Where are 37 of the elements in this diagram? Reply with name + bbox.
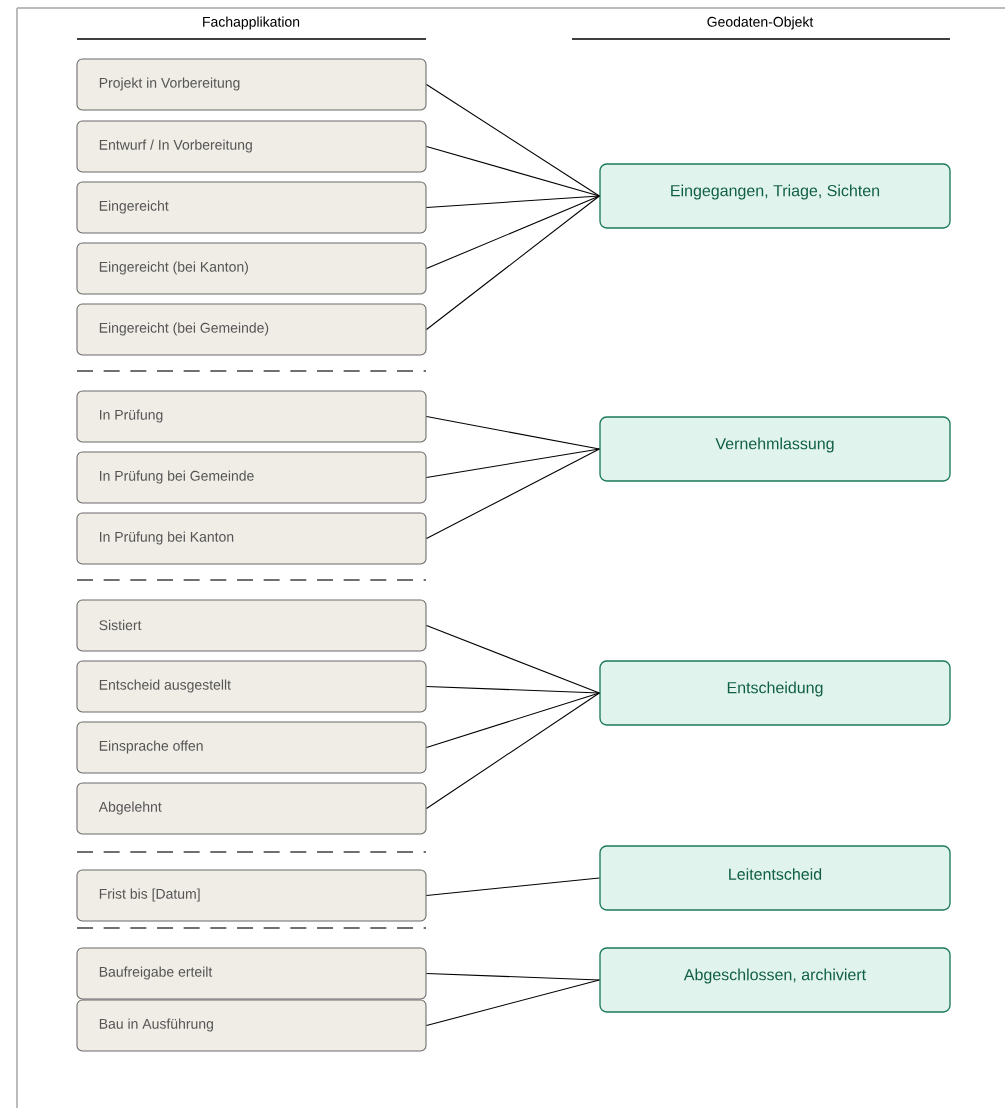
object-box: Eingegangen, Triage, Sichten xyxy=(599,163,951,229)
connector-line xyxy=(426,195,600,270)
connector-line xyxy=(426,146,600,197)
connector-line xyxy=(426,84,600,197)
connector-line xyxy=(426,979,600,1027)
status-box: Baufreigabe erteilt xyxy=(76,947,427,1000)
connector-line xyxy=(426,195,600,331)
status-box: In Prüfung bei Kanton xyxy=(76,512,427,565)
status-box: Sistiert xyxy=(76,599,427,652)
status-box: Einsprache offen xyxy=(76,721,427,774)
status-box: Entscheid ausgestellt xyxy=(76,660,427,713)
object-box: Entscheidung xyxy=(599,660,951,726)
connector-line xyxy=(426,972,600,981)
status-box: In Prüfung bei Gemeinde xyxy=(76,451,427,504)
connector-line xyxy=(426,416,600,450)
connector-line xyxy=(426,448,600,479)
status-box: Eingereicht xyxy=(76,181,427,234)
status-box: Frist bis [Datum] xyxy=(76,869,427,922)
column-heading: Fachapplikation xyxy=(203,16,300,30)
column-heading: Geodaten-Objekt xyxy=(707,16,814,30)
connector-line xyxy=(426,692,600,810)
object-box: Vernehmlassung xyxy=(599,416,951,482)
status-box: Entwurf / In Vorbereitung xyxy=(76,120,427,173)
object-box: Leitentscheid xyxy=(599,845,951,911)
connector-line xyxy=(426,195,600,209)
status-box: Eingereicht (bei Kanton) xyxy=(76,242,427,295)
connector-line xyxy=(426,686,600,694)
status-box: Bau in Ausführung xyxy=(76,999,427,1052)
connector-line xyxy=(426,624,600,694)
status-box: Eingereicht (bei Gemeinde) xyxy=(76,303,427,356)
status-box: In Prüfung xyxy=(76,390,427,443)
object-box: Abgeschlossen, archiviert xyxy=(599,947,951,1013)
connector-line xyxy=(426,877,600,897)
status-box: Abgelehnt xyxy=(76,782,427,835)
connector-line xyxy=(426,692,600,749)
connector-line xyxy=(426,448,600,540)
status-box: Projekt in Vorbereitung xyxy=(76,58,427,111)
